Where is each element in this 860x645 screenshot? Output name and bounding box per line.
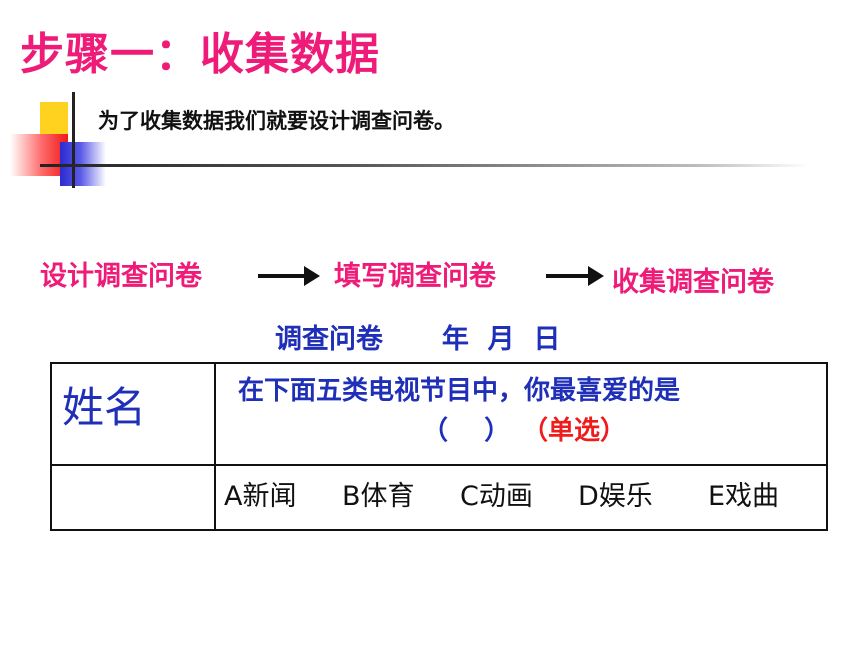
decoration-red-block [10, 134, 68, 176]
option-b: B体育 [342, 481, 415, 512]
decoration-vertical-line [72, 92, 75, 188]
subtitle: 为了收集数据我们就要设计调查问卷。 [98, 109, 455, 133]
flow-step-design: 设计调查问卷 [40, 261, 202, 292]
option-c: C动画 [460, 481, 533, 512]
page-title: 步骤一：收集数据 [20, 29, 380, 80]
survey-title: 调查问卷 [275, 324, 383, 355]
flow-arrow-2 [546, 266, 604, 286]
option-d: D娱乐 [578, 481, 653, 512]
option-a: A新闻 [224, 481, 297, 512]
option-e: E戏曲 [708, 481, 780, 512]
table-row-divider [52, 464, 826, 466]
decoration-horizontal-line [40, 164, 810, 167]
survey-table: 姓名 在下面五类电视节目中，你最喜爱的是 （ ） （单选） A新闻 B体育 C动… [50, 362, 828, 531]
survey-title-line: 调查问卷 年 月 日 [275, 317, 560, 356]
flow-step-collect: 收集调查问卷 [612, 267, 774, 298]
survey-date: 年 月 日 [441, 324, 561, 355]
name-label: 姓名 [62, 383, 147, 432]
survey-question: 在下面五类电视节目中，你最喜爱的是 [238, 376, 681, 406]
table-column-divider [214, 364, 216, 529]
answer-blank: （ ） [422, 416, 511, 446]
flow-step-fill: 填写调查问卷 [334, 261, 496, 292]
answer-hint: （单选） [522, 416, 627, 446]
flow-arrow-1 [258, 266, 320, 286]
